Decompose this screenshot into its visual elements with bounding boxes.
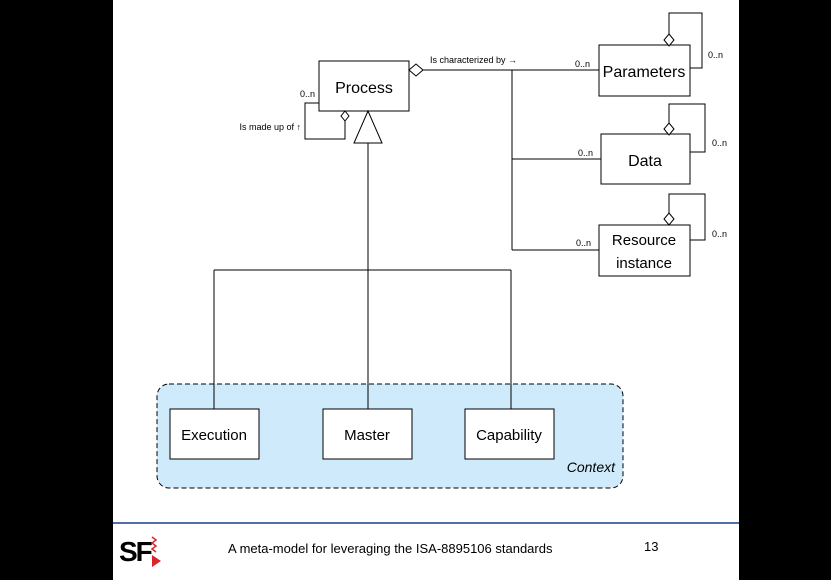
resource-instance-box	[598, 224, 691, 277]
process-self-multiplicity: 0..n	[300, 89, 315, 99]
capability-label: Capability	[476, 427, 542, 444]
svg-text:SF: SF	[119, 536, 153, 567]
process-label: Process	[335, 80, 393, 97]
generalization-triangle	[353, 109, 383, 144]
resource-self-diamond	[663, 212, 675, 226]
resource-label-line2: instance	[616, 255, 672, 272]
data-label: Data	[628, 153, 662, 170]
parameters-multiplicity: 0..n	[575, 59, 590, 69]
resource-self-link	[668, 193, 706, 241]
resource-multiplicity: 0..n	[576, 238, 591, 248]
page-number: 13	[644, 539, 659, 554]
footer-divider	[113, 522, 739, 524]
data-self-multiplicity: 0..n	[712, 138, 727, 148]
metamodel-diagram: Context Process 0..n Is made up of ↑ Exe…	[156, 12, 727, 489]
capability-box	[464, 408, 555, 460]
resource-label-line1: Resource	[612, 232, 676, 249]
data-self-link	[668, 103, 706, 153]
process-self-diamond	[340, 110, 350, 122]
execution-label: Execution	[181, 427, 247, 444]
process-box	[318, 60, 410, 112]
characterized-by-label: Is characterized by →	[430, 55, 517, 65]
resource-self-multiplicity: 0..n	[712, 229, 727, 239]
parameters-self-diamond	[663, 33, 675, 47]
parameters-box	[598, 44, 691, 97]
footer-title: A meta-model for leveraging the ISA-8895…	[228, 541, 553, 556]
sfy-logo: SF	[119, 536, 161, 567]
parameters-self-link	[668, 12, 703, 69]
made-up-of-label: Is made up of ↑	[239, 122, 301, 132]
slide: Context Process 0..n Is made up of ↑ Exe…	[113, 0, 739, 580]
data-multiplicity: 0..n	[578, 148, 593, 158]
master-label: Master	[344, 427, 390, 444]
execution-box	[169, 408, 260, 460]
characterized-diamond	[408, 63, 424, 77]
master-box	[322, 408, 413, 460]
data-box	[600, 133, 691, 185]
parameters-label: Parameters	[603, 64, 686, 81]
context-label: Context	[567, 459, 616, 475]
data-self-diamond	[663, 122, 675, 136]
parameters-self-multiplicity: 0..n	[708, 50, 723, 60]
process-self-link	[304, 102, 346, 140]
